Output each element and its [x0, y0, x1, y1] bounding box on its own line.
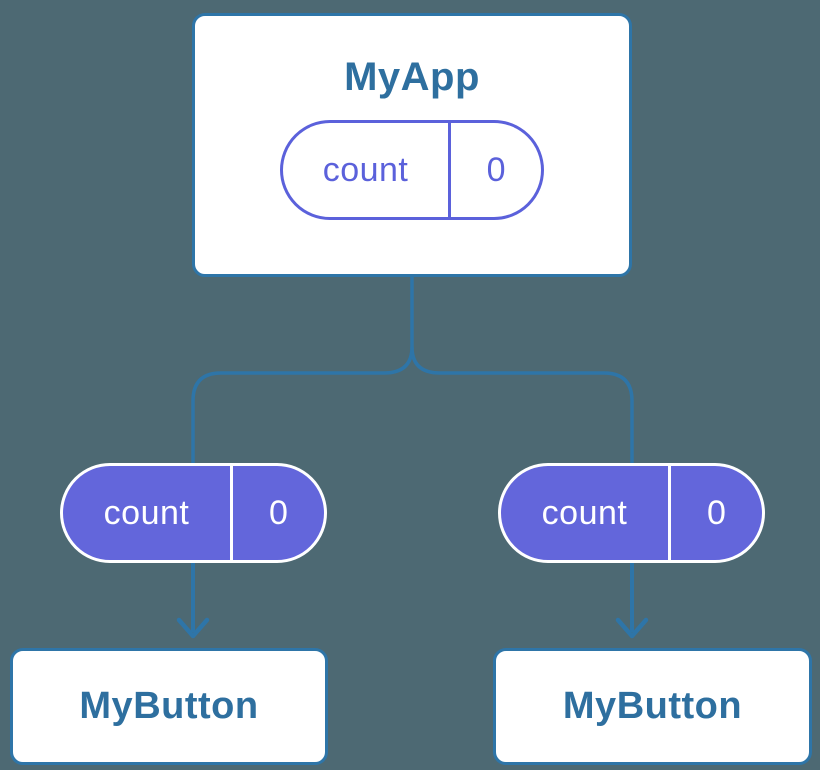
left-prop-pill: count 0: [60, 463, 327, 563]
left-arrowhead-icon: [176, 617, 210, 639]
prop-value: 0: [668, 466, 762, 560]
myapp-state-pill: count 0: [280, 120, 544, 220]
myapp-title: MyApp: [344, 55, 480, 99]
right-mybutton-node: MyButton: [493, 648, 812, 765]
prop-label: count: [103, 493, 190, 532]
left-mybutton-title: MyButton: [79, 685, 259, 727]
state-label: count: [322, 150, 409, 189]
right-mybutton-title: MyButton: [562, 685, 743, 727]
right-branch-line: [410, 346, 634, 464]
right-prop-pill: count 0: [498, 463, 765, 563]
left-mybutton-node: MyButton: [10, 648, 328, 765]
left-branch-line: [191, 346, 414, 464]
prop-value: 0: [230, 466, 324, 560]
state-value: 0: [448, 123, 541, 217]
prop-label: count: [541, 493, 628, 532]
myapp-node: MyApp count 0: [192, 13, 632, 277]
right-arrowhead-icon: [615, 617, 649, 639]
